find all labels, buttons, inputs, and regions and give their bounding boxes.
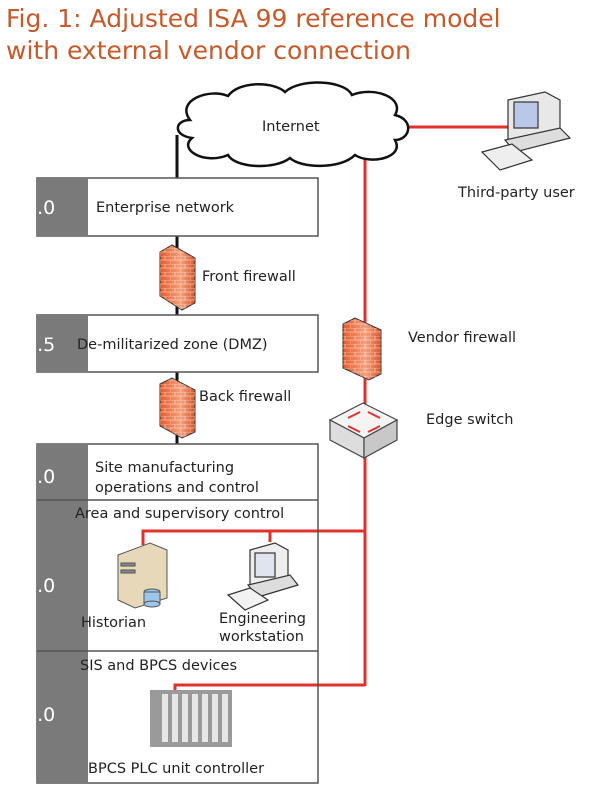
level-label: Enterprise network <box>96 200 235 216</box>
level-number: 3.5 <box>25 334 55 356</box>
historian-label: Historian <box>81 615 146 631</box>
plant-levels-box: 3.0 Site manufacturing operations and co… <box>25 443 319 784</box>
front-firewall-label: Front firewall <box>202 269 296 285</box>
edge-switch-icon <box>328 402 399 460</box>
level-number: 1.0 <box>25 704 55 726</box>
plc-label: BPCS PLC unit controller <box>88 761 264 777</box>
level-number: 4.0 <box>25 197 55 219</box>
level-label-line2: operations and control <box>95 480 259 496</box>
vendor-firewall-icon <box>342 317 382 381</box>
level-label: SIS and BPCS devices <box>80 658 237 674</box>
internet-cloud-icon <box>176 81 410 168</box>
engineering-workstation-label-line2: workstation <box>219 629 304 645</box>
level-4-box: 4.0 Enterprise network <box>25 177 319 237</box>
figure-title-line1: Fig. 1: Adjusted ISA 99 reference model <box>6 4 501 33</box>
level-number: 3.0 <box>25 466 55 488</box>
vendor-firewall-label: Vendor firewall <box>408 330 516 346</box>
back-firewall-label: Back firewall <box>199 389 291 405</box>
internet-label: Internet <box>262 119 320 135</box>
engineering-workstation-label-line1: Engineering <box>219 611 306 627</box>
level-label-line1: Site manufacturing <box>95 460 234 476</box>
plc-controller-icon <box>150 690 232 747</box>
back-firewall-icon <box>159 377 196 439</box>
edge-switch-label: Edge switch <box>426 412 513 428</box>
third-party-computer-icon <box>480 91 572 171</box>
engineering-workstation-icon <box>226 542 300 611</box>
third-party-user-label: Third-party user <box>457 185 575 201</box>
historian-link <box>141 529 365 545</box>
level-label: Area and supervisory control <box>75 506 284 522</box>
historian-server-icon <box>117 542 168 609</box>
front-firewall-icon <box>159 244 196 311</box>
level-3-5-box: 3.5 De-militarized zone (DMZ) <box>25 314 319 373</box>
level-number: 2.0 <box>25 575 55 597</box>
plc-link <box>173 683 365 692</box>
level-label: De-militarized zone (DMZ) <box>77 337 268 353</box>
figure-title-line2: with external vendor connection <box>6 36 411 65</box>
